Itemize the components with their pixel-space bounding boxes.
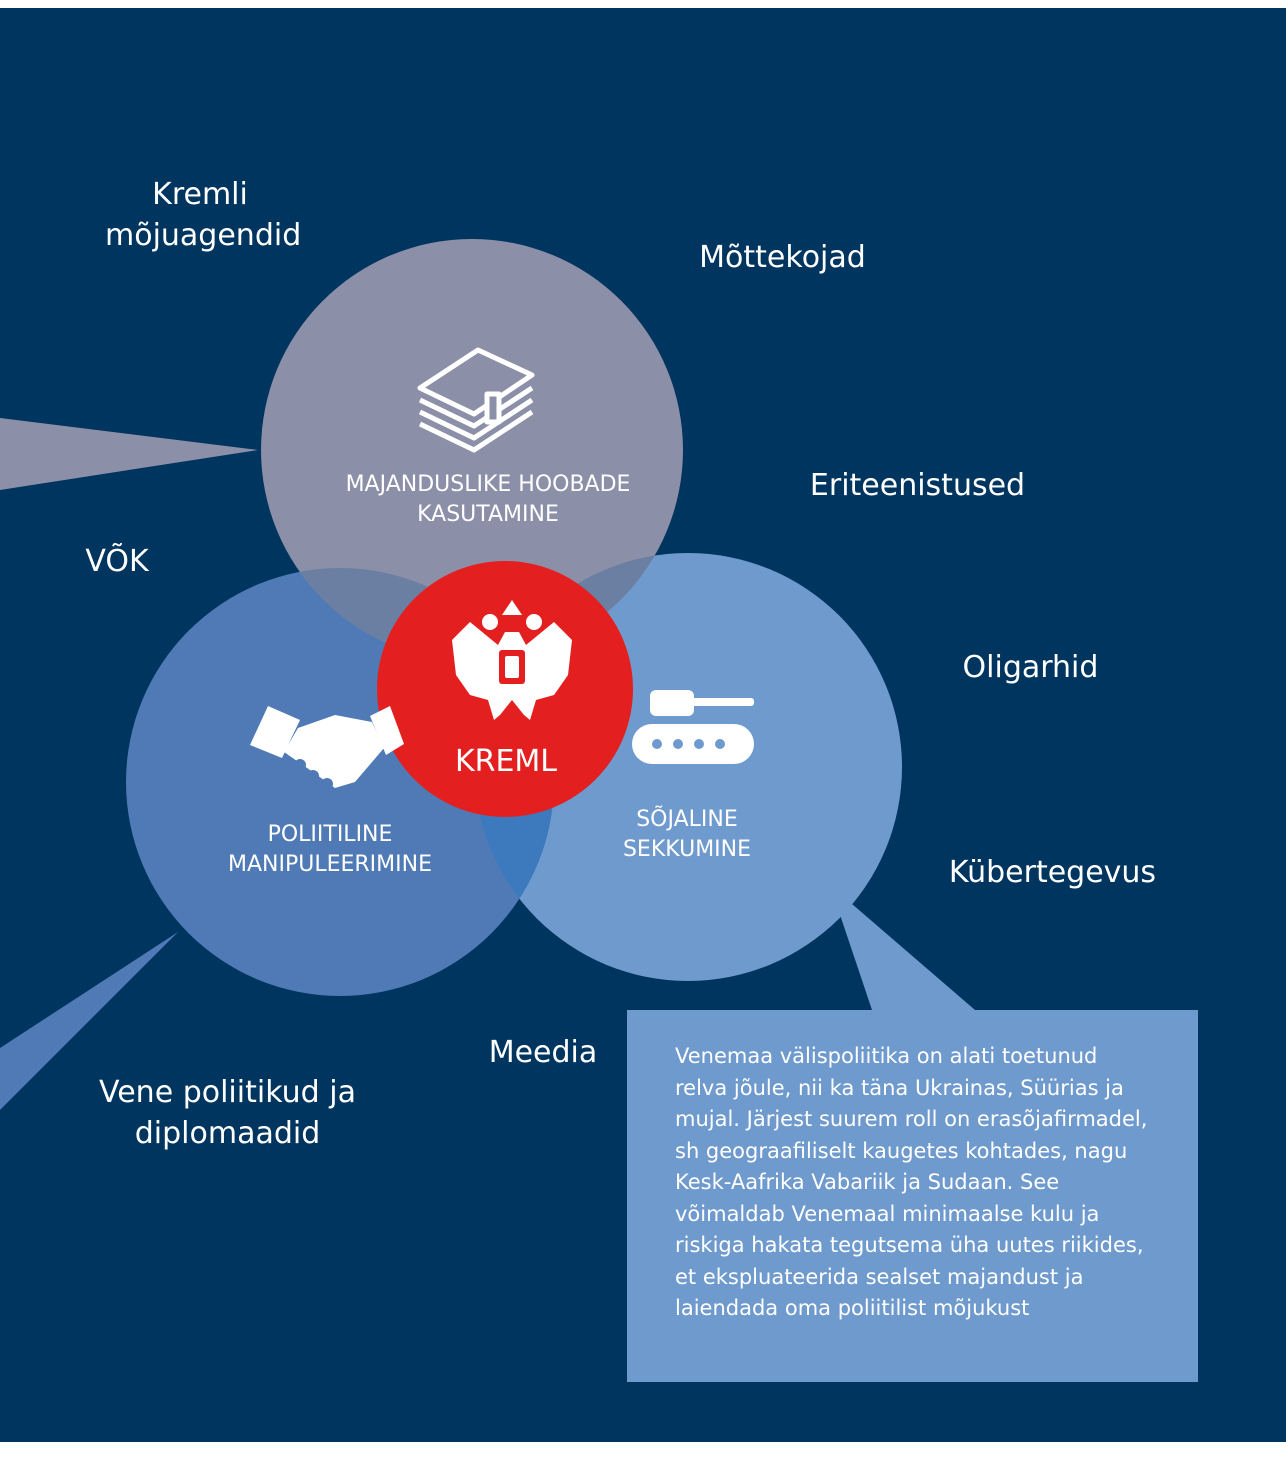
label-cyber: Kübertegevus	[948, 855, 1157, 890]
economic-circle-title: MAJANDUSLIKE HOOBADE KASUTAMINE	[345, 472, 631, 527]
label-oligarchs: Oligarhid	[962, 650, 1099, 685]
label-special-services: Eriteenistused	[809, 468, 1026, 503]
military-pointer	[830, 885, 975, 1010]
callout-text: Venemaa välispoliitika on alati toetunud…	[675, 1044, 1148, 1320]
money-stack-icon	[417, 347, 535, 453]
kremlin-title: KREML	[454, 744, 558, 779]
political-pointer	[0, 932, 178, 1110]
label-media: Meedia	[488, 1035, 598, 1070]
label-politicians: Vene poliitikud ja diplomaadid	[99, 1075, 356, 1151]
military-callout-box: Venemaa välispoliitika on alati toetunud…	[627, 1010, 1198, 1382]
tank-icon	[632, 690, 754, 764]
double-headed-eagle-icon	[452, 600, 572, 720]
label-kremlin-agents: Kremli mõjuagendid	[105, 177, 302, 253]
handshake-icon	[250, 706, 404, 790]
political-circle-title: POLIITILINE MANIPULEERIMINE	[227, 822, 432, 877]
label-think-tanks: Mõttekojad	[699, 240, 866, 275]
label-ngo: VÕK	[85, 544, 149, 579]
diagram-stage: Kremli mõjuagendid Mõttekojad Eriteenist…	[0, 8, 1286, 1442]
economic-pointer	[0, 418, 258, 490]
venn-diagram	[0, 239, 975, 1110]
military-circle-title: SÕJALINE SEKKUMINE	[622, 807, 752, 862]
